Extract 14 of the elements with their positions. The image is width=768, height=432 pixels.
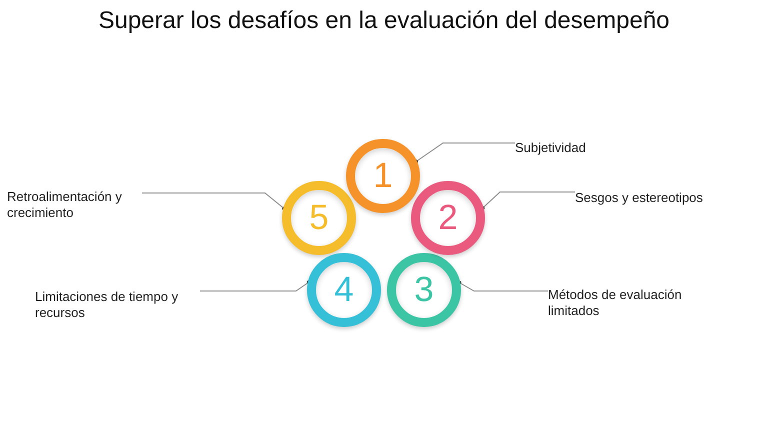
numbered-ring: 4 — [307, 253, 381, 327]
callout-text: Subjetividad — [515, 140, 586, 156]
numbered-ring: 5 — [282, 181, 356, 255]
callout-text: Limitaciones de tiempo y recursos — [35, 289, 200, 321]
numbered-ring: 3 — [387, 253, 461, 327]
callout-text: Retroalimentación y crecimiento — [7, 189, 142, 221]
leader-line — [200, 280, 311, 292]
leader-line — [414, 142, 516, 164]
callout-text: Sesgos y estereotipos — [575, 190, 703, 206]
callout-text: Métodos de evaluación limitados — [548, 287, 708, 319]
diagram-title: Superar los desafíos en la evaluación del desempeño — [98, 7, 670, 34]
leader-line — [480, 192, 576, 210]
numbered-ring: 1 — [346, 139, 420, 213]
numbered-ring: 2 — [411, 181, 485, 255]
